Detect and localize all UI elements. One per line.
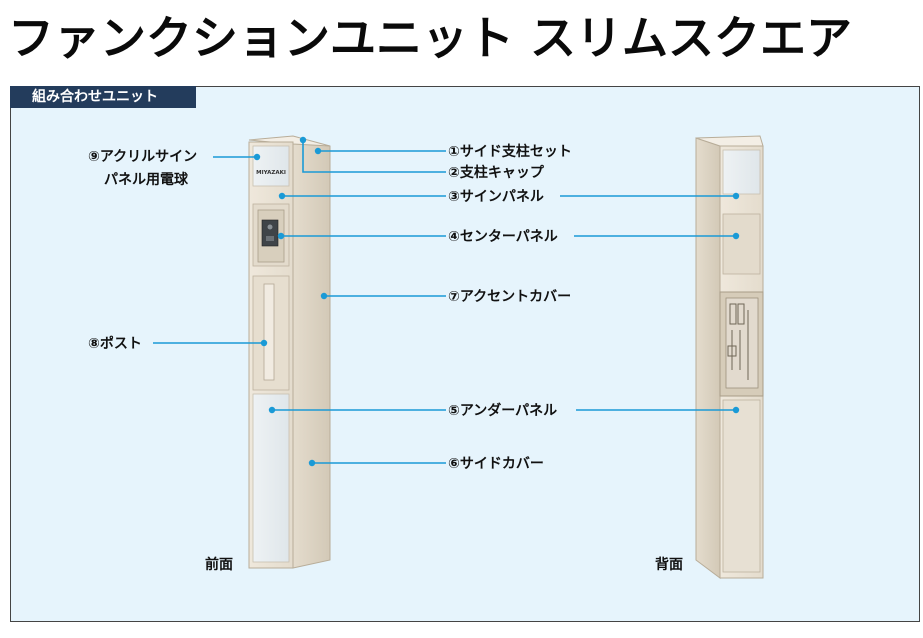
dot-back-sign-panel bbox=[732, 192, 740, 200]
dot-center-panel bbox=[277, 232, 285, 240]
view-label-front: 前面 bbox=[205, 557, 233, 573]
label-post-cap: ②支柱キャップ bbox=[448, 165, 544, 181]
intercom-button bbox=[266, 236, 274, 241]
back-unit-side-face bbox=[695, 137, 721, 579]
sign-panel bbox=[252, 145, 290, 187]
section-label: 組み合わせユニット bbox=[10, 86, 196, 108]
post-slot bbox=[263, 283, 275, 381]
front-unit-side-face bbox=[292, 139, 331, 569]
back-under-panel bbox=[722, 399, 761, 573]
dot-side-post-set bbox=[314, 147, 322, 155]
dot-back-center-panel bbox=[732, 232, 740, 240]
dot-sign-panel bbox=[278, 192, 286, 200]
back-center-panel bbox=[722, 213, 761, 275]
dot-acrylic-sign bbox=[253, 153, 261, 161]
label-side-cover: ⑥サイドカバー bbox=[448, 456, 544, 472]
brand-text: MIYAZAKI bbox=[256, 170, 286, 176]
front-unit: MIYAZAKI bbox=[248, 135, 331, 569]
intercom-lens bbox=[267, 224, 273, 230]
leader-post-cap bbox=[302, 140, 446, 173]
label-post: ⑧ポスト bbox=[88, 336, 142, 352]
label-sign-panel: ③サインパネル bbox=[448, 189, 544, 205]
back-post-mechanism bbox=[727, 303, 749, 380]
dot-back-under-panel bbox=[732, 406, 740, 414]
view-label-back: 背面 bbox=[655, 557, 683, 573]
dot-side-cover bbox=[308, 459, 316, 467]
back-sign-panel bbox=[722, 149, 761, 195]
label-accent-cover: ⑦アクセントカバー bbox=[448, 289, 572, 305]
label-acrylic-sign-line2: パネル用電球 bbox=[104, 172, 188, 188]
dot-post-cap bbox=[299, 136, 307, 144]
label-acrylic-sign-line1: ⑨アクリルサイン bbox=[88, 149, 198, 165]
dot-under-panel bbox=[268, 406, 276, 414]
label-center-panel: ④センターパネル bbox=[448, 229, 558, 245]
dot-post bbox=[260, 339, 268, 347]
label-side-post-set: ①サイド支柱セット bbox=[448, 144, 572, 160]
leader-dots bbox=[253, 136, 740, 467]
under-panel bbox=[252, 393, 290, 563]
dot-accent-cover bbox=[320, 292, 328, 300]
page-title: ファンクションユニット スリムスクエア bbox=[8, 11, 853, 65]
intercom-device bbox=[261, 219, 279, 247]
diagram-panel bbox=[10, 86, 920, 622]
leader-lines bbox=[153, 140, 736, 464]
label-under-panel: ⑤アンダーパネル bbox=[448, 403, 558, 419]
back-post-door bbox=[725, 297, 759, 389]
back-unit bbox=[695, 135, 764, 579]
